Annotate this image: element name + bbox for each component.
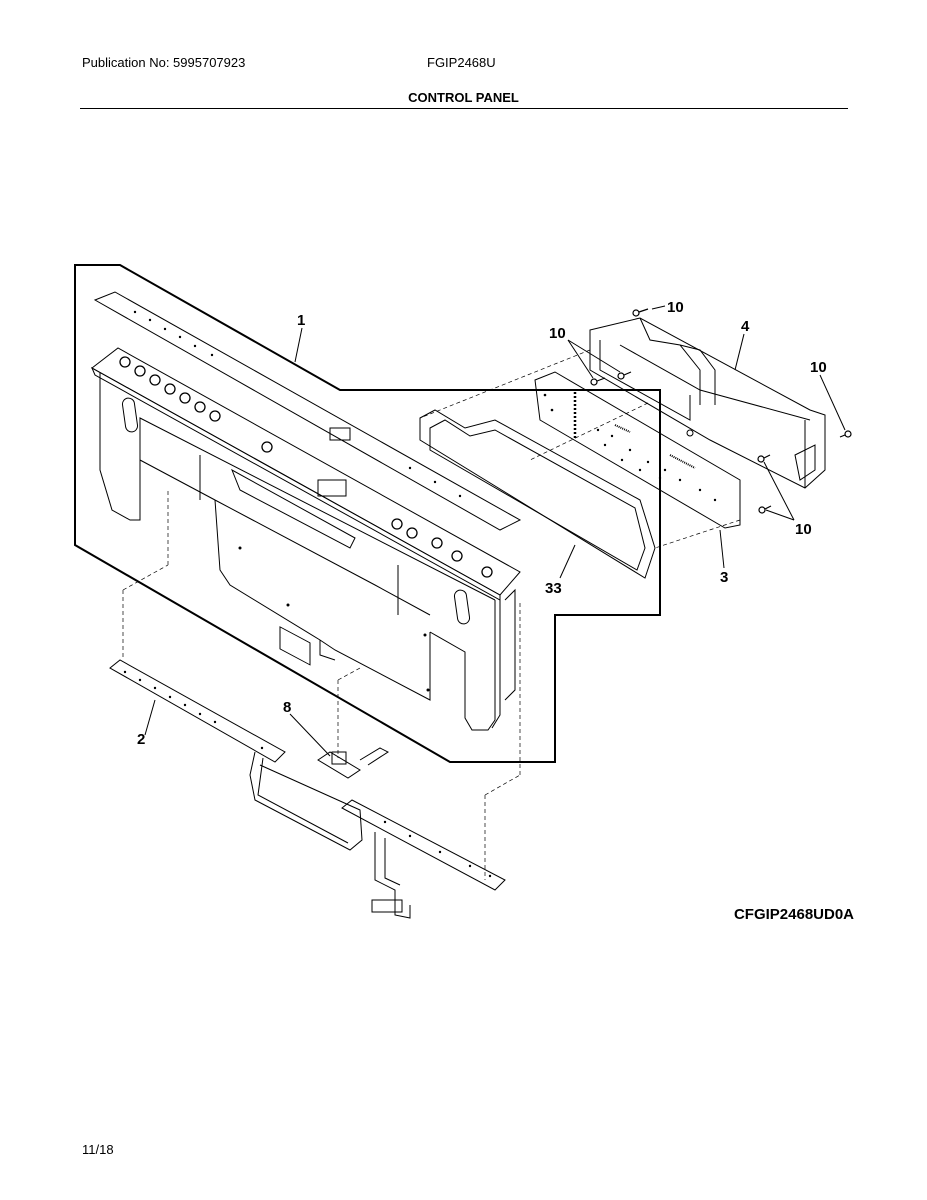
drawing-code: CFGIP2468UD0A (733, 906, 854, 923)
assembly-boundary (74, 264, 661, 763)
switch-module (317, 747, 390, 779)
header-rule (80, 108, 848, 109)
board-housing (589, 317, 826, 489)
callout-10-left: 10 (549, 325, 566, 342)
screws (590, 308, 852, 514)
publication-number: Publication No: 5995707923 (82, 55, 246, 70)
callout-1: 1 (297, 312, 305, 329)
callout-2: 2 (137, 731, 145, 748)
page-number: 11/18 (82, 1142, 114, 1157)
callout-10-top: 10 (667, 299, 684, 316)
page-title: CONTROL PANEL (408, 90, 519, 105)
guide-lines (122, 349, 741, 880)
callout-10-right: 10 (810, 359, 827, 376)
control-console (90, 347, 521, 731)
console-top-strip (93, 291, 522, 531)
callout-3: 3 (720, 569, 728, 586)
callout-4: 4 (741, 318, 750, 335)
control-board (534, 371, 741, 529)
callout-8: 8 (283, 699, 291, 716)
callout-33: 33 (545, 580, 562, 597)
gasket (419, 409, 656, 579)
keypad-ribbon (109, 659, 506, 919)
model-number: FGIP2468U (427, 55, 496, 70)
leader-lines (144, 305, 846, 757)
callout-10-bottom: 10 (795, 521, 812, 538)
